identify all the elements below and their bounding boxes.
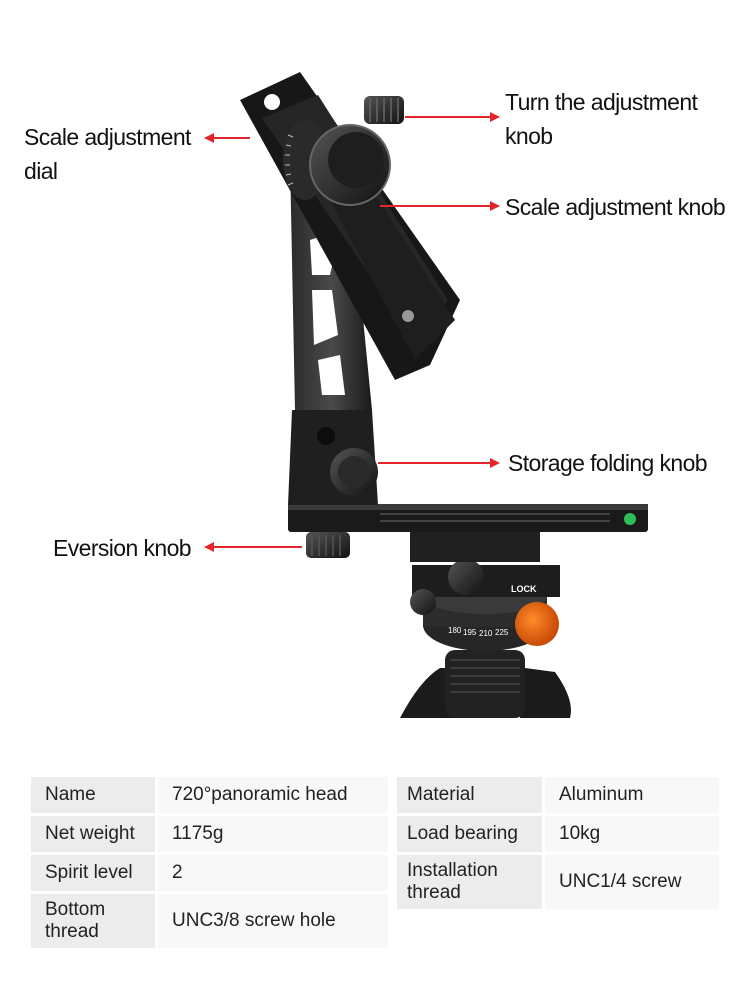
spec-label-spirit-level: Spirit level <box>31 855 155 891</box>
label-storage-folding-knob: Storage folding knob <box>508 450 708 476</box>
spec-value-bottom-thread: UNC3/8 screw hole <box>158 894 388 948</box>
tripod <box>400 650 571 718</box>
turn-adjustment-knob <box>364 96 404 124</box>
spec-value-name: 720°panoramic head <box>158 777 388 813</box>
scale-number: 225 <box>495 628 509 637</box>
scale-adjustment-knob <box>309 124 391 206</box>
spec-label-name: Name <box>31 777 155 813</box>
scale-number: 210 <box>479 629 493 638</box>
spirit-level-bubble <box>624 513 636 525</box>
spec-value-spirit-level: 2 <box>158 855 388 891</box>
spec-value-material: Aluminum <box>545 777 719 813</box>
callout-arrows <box>204 112 500 552</box>
lock-label: LOCK <box>511 584 537 594</box>
spec-value-installation-thread: UNC1/4 screw <box>545 855 719 909</box>
label-eversion-knob: Eversion knob <box>53 535 192 561</box>
ball-head: LOCK 180 195 210 225 <box>410 559 560 651</box>
spec-label-material: Material <box>397 777 542 813</box>
spec-label-installation-thread: Installation thread <box>397 855 542 909</box>
spec-table: Name 720°panoramic head Net weight 1175g… <box>31 777 719 948</box>
spec-value-load-bearing: 10kg <box>545 816 719 852</box>
spec-label-bottom-thread: Bottom thread <box>31 894 155 948</box>
label-scale-adjustment-dial: Scale adjustment dial <box>24 124 191 184</box>
scale-number: 195 <box>463 628 477 637</box>
product-photo: LOCK 180 195 210 225 <box>204 72 648 718</box>
spec-label-load-bearing: Load bearing <box>397 816 542 852</box>
storage-folding-knob <box>330 448 378 496</box>
scale-number: 180 <box>448 626 462 635</box>
label-scale-adjustment-knob: Scale adjustment knob <box>505 194 726 220</box>
eversion-knob <box>306 532 350 558</box>
spec-value-net-weight: 1175g <box>158 816 388 852</box>
label-turn-adjustment-knob: Turn the adjustment knob <box>505 89 698 149</box>
spec-label-net-weight: Net weight <box>31 816 155 852</box>
bottom-rail <box>288 504 648 562</box>
